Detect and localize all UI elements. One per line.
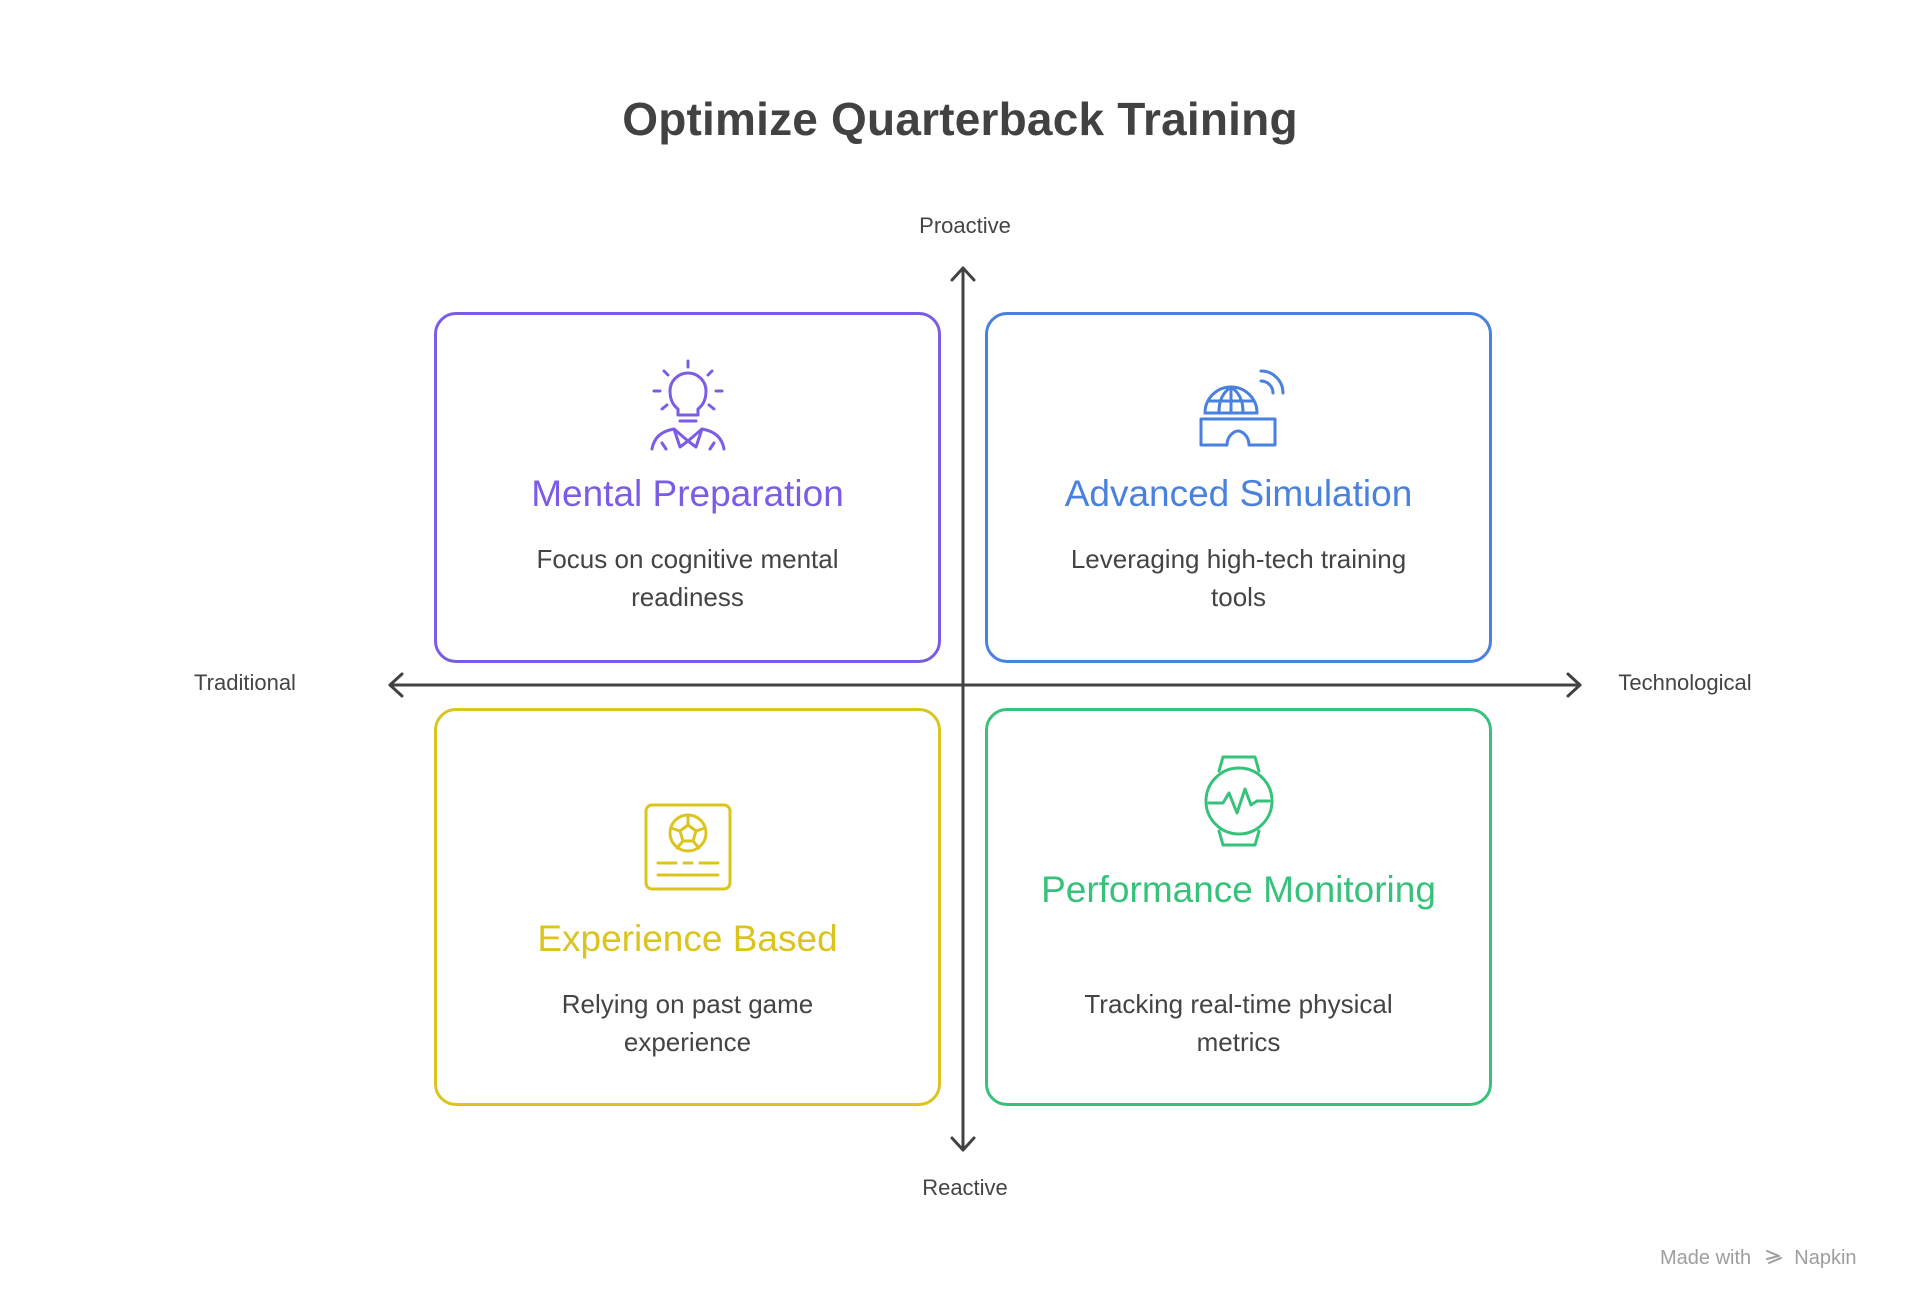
quadrant-title: Performance Monitoring <box>1041 869 1436 910</box>
quadrant-title: Mental Preparation <box>531 473 844 514</box>
napkin-logo-icon <box>1765 1250 1782 1264</box>
quadrant-description: Focus on cognitive mental readiness <box>536 544 839 612</box>
axis-label-right: Technological <box>1618 670 1752 695</box>
vr-headset-globe-icon <box>1199 369 1284 447</box>
axis-label-bottom: Reactive <box>922 1175 1008 1200</box>
heart-rate-watch-icon <box>1204 755 1273 847</box>
quadrant-description: Leveraging high-tech training tools <box>1070 544 1407 612</box>
arrow-right-icon <box>1566 672 1582 698</box>
arrow-down-icon <box>950 1136 976 1152</box>
quadrant-experience-based: Experience Based Relying on past game ex… <box>434 708 941 1106</box>
quadrant-title: Experience Based <box>537 918 838 959</box>
quadrant-performance-monitoring: Performance Monitoring Tracking real-tim… <box>985 708 1492 1106</box>
footer-attribution[interactable]: Made with Napkin <box>1660 1247 1857 1270</box>
quadrant-description: Relying on past game experience <box>561 989 814 1057</box>
footer-prefix: Made with <box>1660 1247 1752 1269</box>
axis-label-left: Traditional <box>194 670 296 695</box>
arrow-up-icon <box>950 266 976 282</box>
quadrant-mental-preparation: Mental Preparation Focus on cognitive me… <box>434 312 941 663</box>
lightbulb-person-icon <box>650 359 725 451</box>
axis-label-top: Proactive <box>919 213 1011 238</box>
quadrant-advanced-simulation: Advanced Simulation Leveraging high-tech… <box>985 312 1492 663</box>
diagram-title: Optimize Quarterback Training <box>622 93 1298 145</box>
quadrant-title: Advanced Simulation <box>1064 473 1413 514</box>
footer-brand: Napkin <box>1794 1247 1857 1269</box>
arrow-left-icon <box>388 672 404 698</box>
football-card-icon <box>644 803 731 891</box>
quadrant-description: Tracking real-time physical metrics <box>1084 989 1393 1057</box>
